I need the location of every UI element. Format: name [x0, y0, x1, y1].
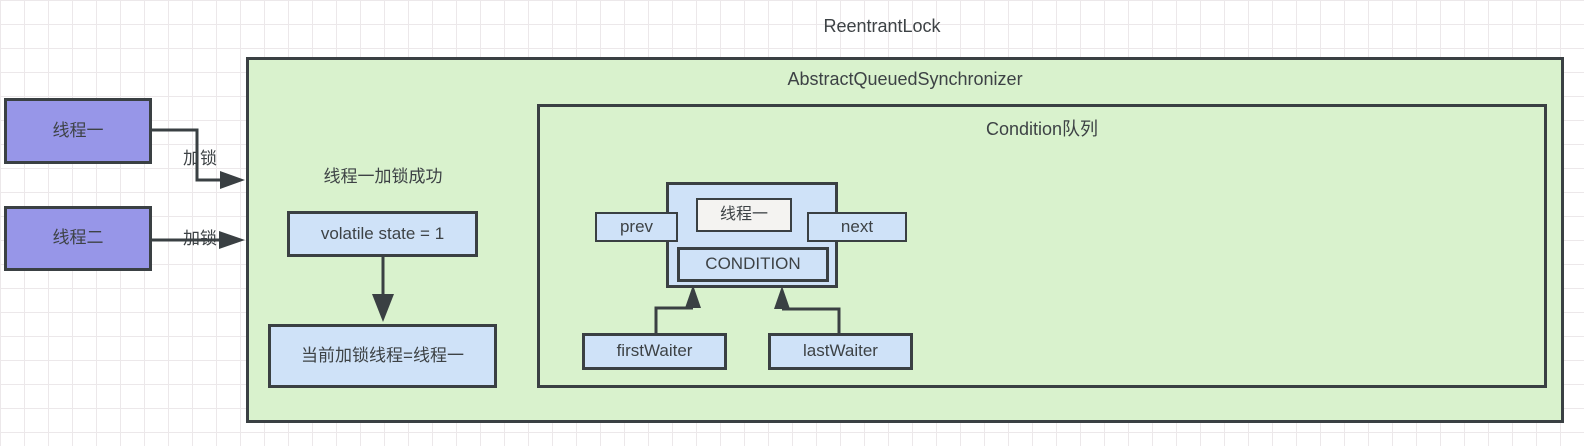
first-waiter-box: firstWaiter — [582, 333, 727, 370]
aqs-title: AbstractQueuedSynchronizer — [787, 69, 1023, 90]
lock-success-note: 线程一加锁成功 — [323, 166, 443, 186]
thread-one-box: 线程一 — [4, 98, 152, 164]
last-waiter-box: lastWaiter — [768, 333, 913, 370]
thread-two-box: 线程二 — [4, 206, 152, 271]
condition-state-box: CONDITION — [677, 247, 829, 282]
volatile-state-box: volatile state = 1 — [287, 211, 478, 257]
lock-arrow-label-1: 加锁 — [183, 148, 217, 168]
condition-queue-title: Condition队列 — [985, 119, 1099, 140]
next-pointer-box: next — [807, 212, 907, 242]
condition-node-thread-box: 线程一 — [696, 198, 792, 232]
current-lock-thread-box: 当前加锁线程=线程一 — [268, 324, 497, 388]
diagram-title: ReentrantLock — [823, 16, 941, 37]
lock-arrow-label-2: 加锁 — [183, 228, 217, 248]
prev-pointer-box: prev — [595, 212, 678, 242]
